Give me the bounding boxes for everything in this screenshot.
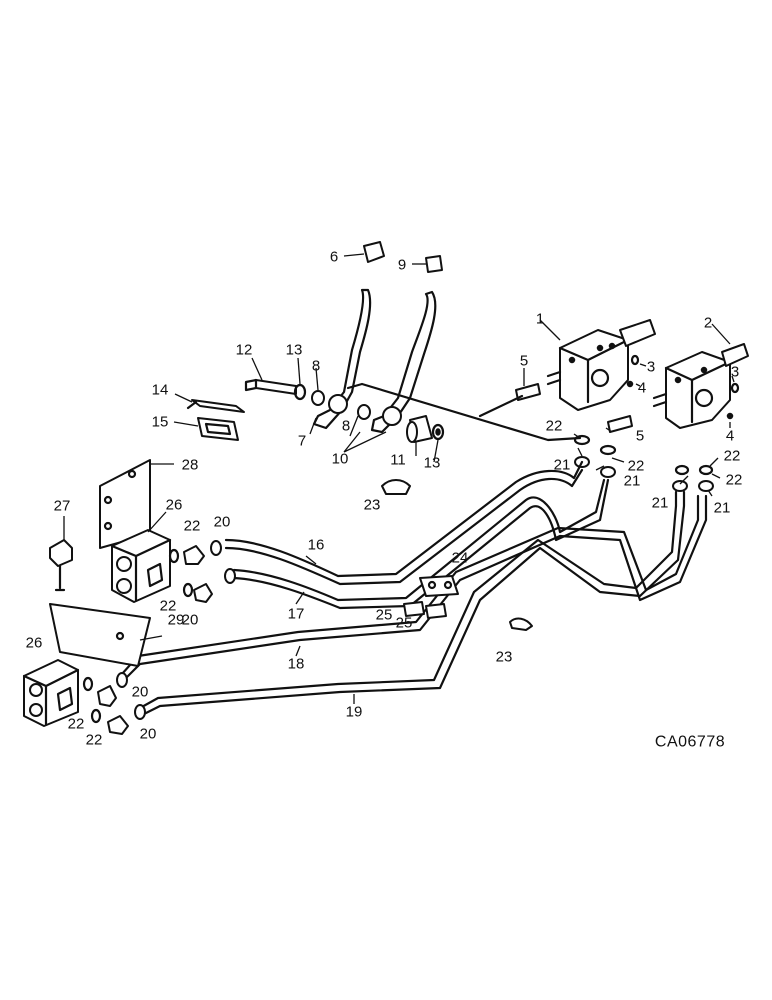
callout-20: 20 <box>140 726 157 743</box>
callout-2: 2 <box>704 315 712 332</box>
callout-11: 11 <box>390 452 406 469</box>
o-ring-3 <box>630 354 740 394</box>
callout-20: 20 <box>132 684 149 701</box>
callout-23: 23 <box>496 649 513 666</box>
spacer-11 <box>406 415 433 443</box>
callout-21: 21 <box>554 457 571 474</box>
boot-15 <box>197 417 239 441</box>
callout-8: 8 <box>342 418 350 435</box>
callout-3: 3 <box>731 364 739 381</box>
clamp-23 <box>381 479 533 631</box>
clamp-plate-24 <box>419 575 459 597</box>
callout-22: 22 <box>724 448 741 465</box>
tube-16 <box>224 460 584 586</box>
callout-22: 22 <box>628 458 645 475</box>
callout-25: 25 <box>376 607 393 624</box>
callout-7: 7 <box>298 433 306 450</box>
callout-18: 18 <box>288 656 305 673</box>
callout-4: 4 <box>638 380 646 397</box>
valve-fittings <box>573 434 714 492</box>
plug-27 <box>49 539 73 592</box>
bushing-8 <box>311 390 371 420</box>
callout-28: 28 <box>182 457 199 474</box>
callout-6: 6 <box>330 249 338 266</box>
callout-20: 20 <box>182 612 199 629</box>
knob-6 <box>363 241 385 263</box>
callout-22: 22 <box>726 472 743 489</box>
callout-21: 21 <box>714 500 731 517</box>
callout-22: 22 <box>68 716 85 733</box>
callout-16: 16 <box>308 537 325 554</box>
callout-19: 19 <box>346 704 363 721</box>
coupler-26-upper <box>110 529 172 603</box>
linkage-rod <box>346 382 582 442</box>
washer-13 <box>293 383 307 401</box>
callout-15: 15 <box>152 414 169 431</box>
tube-19 <box>138 490 686 718</box>
control-lever-7 <box>312 288 372 430</box>
callout-5: 5 <box>520 353 528 370</box>
callout-5: 5 <box>636 428 644 445</box>
callout-22: 22 <box>160 598 177 615</box>
callout-26: 26 <box>26 635 43 652</box>
callout-13: 13 <box>286 342 303 359</box>
control-valve-2 <box>652 343 749 429</box>
callout-20: 20 <box>214 514 231 531</box>
callout-22: 22 <box>184 518 201 535</box>
callout-21: 21 <box>624 473 641 490</box>
o-ring-22 <box>82 548 194 724</box>
callout-10: 10 <box>332 451 349 468</box>
callout-4: 4 <box>726 428 734 445</box>
callout-8: 8 <box>312 358 320 375</box>
bracket-29 <box>49 603 151 667</box>
callout-24: 24 <box>452 550 469 567</box>
leader-lines <box>63 253 735 704</box>
coupler-26-lower <box>22 659 80 727</box>
ball-4 <box>626 380 734 420</box>
callout-25: 25 <box>396 615 413 632</box>
callout-9: 9 <box>398 257 406 274</box>
callout-14: 14 <box>152 382 169 399</box>
callout-27: 27 <box>54 498 71 515</box>
drawing-code: CA06778 <box>655 734 725 751</box>
callout-1: 1 <box>536 311 544 328</box>
callout-23: 23 <box>364 497 381 514</box>
pivot-shaft-12 <box>244 378 297 395</box>
callout-labels: 1 2 3 3 4 4 5 5 6 7 8 8 9 10 11 12 13 13… <box>26 249 743 749</box>
callout-29: 29 <box>168 612 185 629</box>
washer-13b <box>431 423 445 441</box>
callout-3: 3 <box>647 359 655 376</box>
tube-17 <box>232 478 610 610</box>
callout-22: 22 <box>546 418 563 435</box>
callout-17: 17 <box>288 606 305 623</box>
bracket-14 <box>186 399 245 413</box>
control-lever-10 <box>370 290 437 434</box>
callout-13: 13 <box>424 455 441 472</box>
clamp-block-25 <box>403 601 447 619</box>
knob-9 <box>425 255 443 273</box>
elbow-20 <box>97 540 236 735</box>
callout-26: 26 <box>166 497 183 514</box>
tube-18 <box>120 494 708 684</box>
callout-21: 21 <box>652 495 669 512</box>
callout-22: 22 <box>86 732 103 749</box>
callout-12: 12 <box>236 342 253 359</box>
control-valve-1 <box>546 319 656 411</box>
